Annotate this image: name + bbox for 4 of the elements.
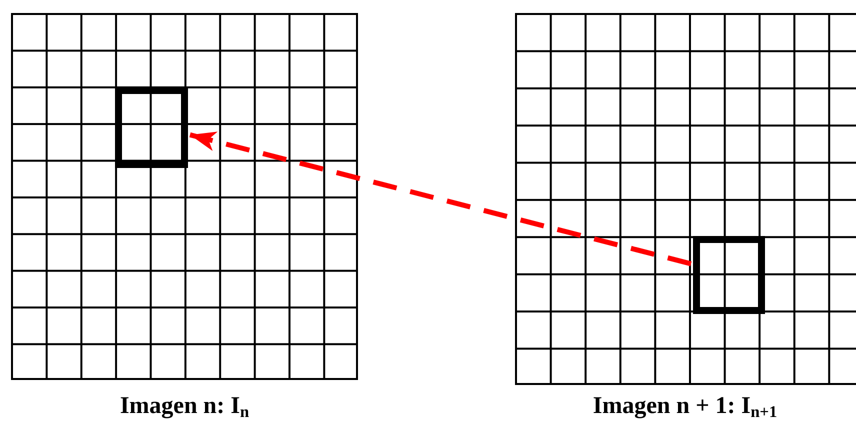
highlight-square (115, 87, 188, 168)
highlight-square (693, 236, 765, 314)
image-caption: Imagen n + 1: I$_{n+1}$ (592, 393, 778, 422)
image-caption: Imagen n: I$_{n}$ (118, 393, 250, 422)
